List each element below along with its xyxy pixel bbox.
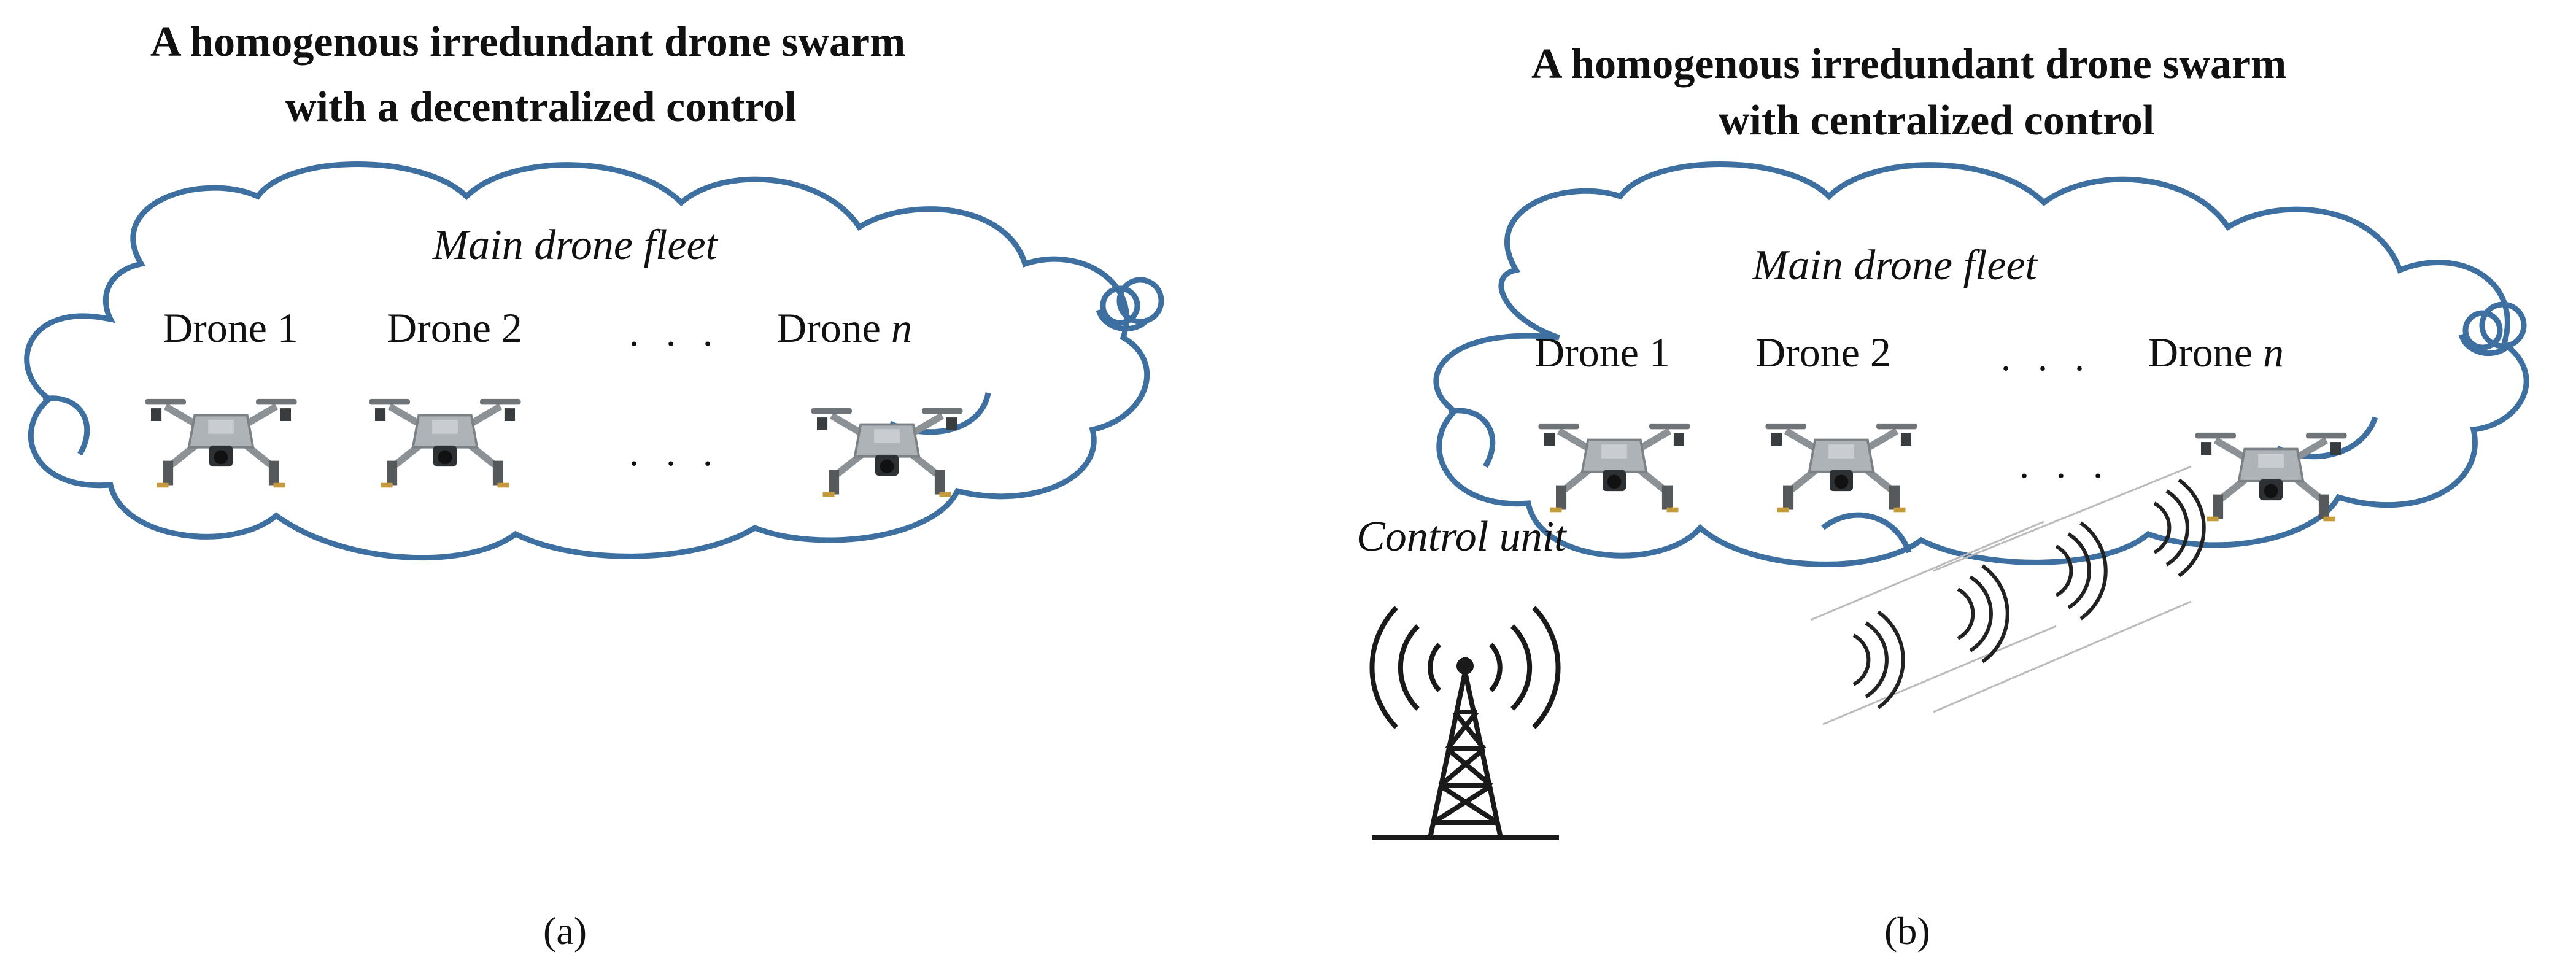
cloud-inner-curve xyxy=(889,392,991,435)
control-unit-label: Control unit xyxy=(1356,513,1566,560)
panel-a-title-line1: A homogenous irredundant drone swarm xyxy=(150,18,906,66)
drone-1-label: Drone 1 xyxy=(1534,329,1670,376)
cloud-inner-curve xyxy=(2275,416,2378,460)
ellipsis-top: . . . xyxy=(629,311,721,354)
caption-b: (b) xyxy=(1884,909,1930,953)
fleet-label: Main drone fleet xyxy=(1752,242,2037,289)
panel-b-title-line2: with centralized control xyxy=(1719,97,2155,144)
drone-2-label: Drone 2 xyxy=(387,304,522,351)
drone-1-label: Drone 1 xyxy=(163,304,298,351)
cloud-curl-icon xyxy=(1096,277,1164,331)
radio-tower-icon xyxy=(1369,606,1561,840)
cloud-inner-curve xyxy=(1821,512,1912,554)
cloud-curl-icon xyxy=(2458,301,2527,356)
cloud-inner-curve xyxy=(1448,408,1496,468)
cloud-inner-curve xyxy=(42,395,90,456)
panel-a: A homogenous irredundant drone swarm wit… xyxy=(0,0,1228,979)
fleet-label: Main drone fleet xyxy=(433,222,717,269)
drone-n-label: Drone n xyxy=(776,304,912,351)
panel-b: A homogenous irredundant drone swarm wit… xyxy=(1320,0,2576,979)
ellipsis-top: . . . xyxy=(2001,335,2093,379)
signal-waves-icon xyxy=(1810,465,2206,726)
panel-a-title-line2: with a decentralized control xyxy=(285,83,797,131)
ellipsis-bottom: . . . xyxy=(2019,443,2111,486)
panel-b-cloud xyxy=(1369,161,2529,840)
panel-a-cloud xyxy=(24,161,1164,561)
cloud-outline xyxy=(24,161,1150,561)
drone-n-label: Drone n xyxy=(2148,329,2284,376)
caption-a: (a) xyxy=(543,909,587,953)
drone-2-label: Drone 2 xyxy=(1755,329,1891,376)
ellipsis-bottom: . . . xyxy=(629,430,721,474)
cloud-outline xyxy=(1433,161,2529,567)
panel-b-title-line1: A homogenous irredundant drone swarm xyxy=(1531,41,2287,88)
